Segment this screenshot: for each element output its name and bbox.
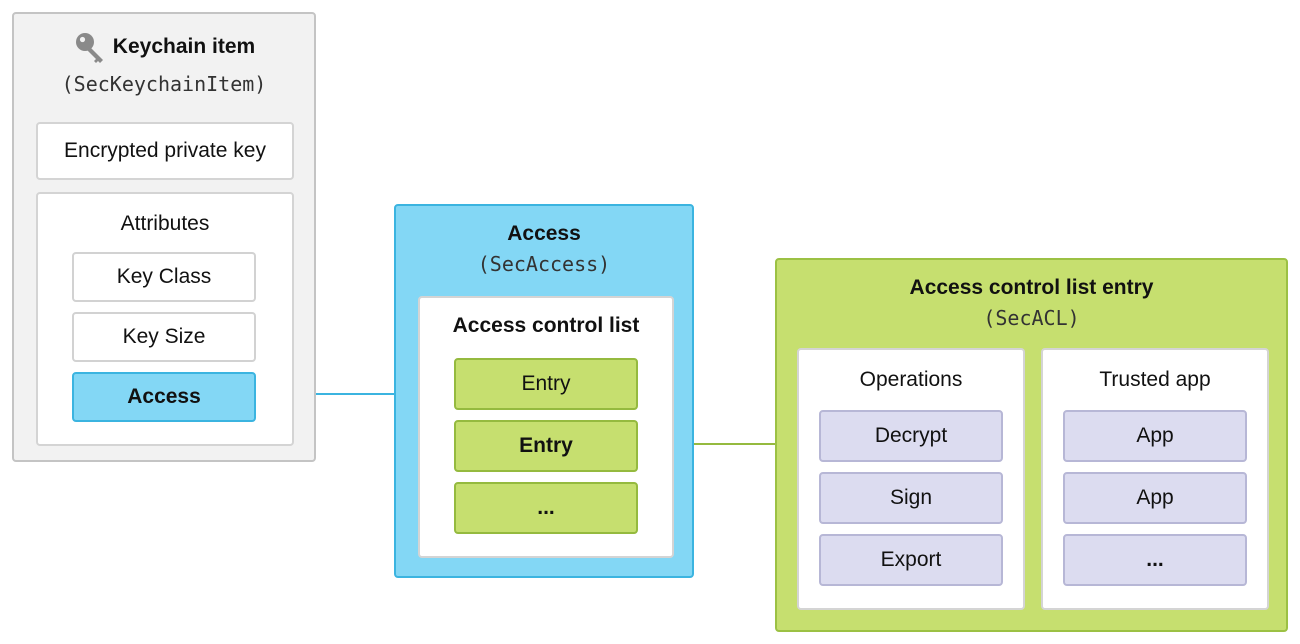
- attribute-access: Access: [72, 372, 256, 422]
- encrypted-private-key-label: Encrypted private key: [64, 139, 266, 162]
- operation-decrypt: Decrypt: [819, 410, 1003, 462]
- key-icon: [73, 30, 107, 64]
- attributes-heading: Attributes: [120, 212, 210, 235]
- encrypted-private-key-box: Encrypted private key: [36, 122, 294, 180]
- keychain-item-type: (SecKeychainItem): [61, 72, 267, 96]
- acl-entry-label: Entry: [521, 372, 571, 395]
- attribute-label: Key Size: [122, 325, 206, 348]
- trusted-app-heading: Trusted app: [1099, 368, 1211, 391]
- trusted-app-1: App: [1063, 410, 1247, 462]
- access-type: (SecAccess): [477, 252, 611, 276]
- keychain-item-title: Keychain item: [112, 35, 256, 58]
- access-title: Access: [507, 222, 581, 245]
- trusted-app-label: ...: [1146, 548, 1164, 571]
- operation-export: Export: [819, 534, 1003, 586]
- operations-box: Operations Decrypt Sign Export: [797, 348, 1025, 610]
- access-panel: Access (SecAccess) Access control list E…: [394, 204, 694, 578]
- keychain-item-panel: Keychain item (SecKeychainItem) Encrypte…: [12, 12, 316, 462]
- access-control-list-heading: Access control list: [452, 314, 640, 337]
- operations-heading: Operations: [859, 368, 963, 391]
- operation-label: Decrypt: [874, 424, 948, 447]
- acl-entry-more: ...: [454, 482, 638, 534]
- attribute-key-size: Key Size: [72, 312, 256, 362]
- acl-entry-panel: Access control list entry (SecACL) Opera…: [775, 258, 1288, 632]
- attribute-label: Access: [127, 385, 201, 408]
- operation-label: Export: [880, 548, 942, 571]
- acl-entry-label: Entry: [519, 434, 573, 457]
- connector-entry-to-secacl: [635, 443, 777, 445]
- trusted-app-more: ...: [1063, 534, 1247, 586]
- trusted-app-2: App: [1063, 472, 1247, 524]
- trusted-app-box: Trusted app App App ...: [1041, 348, 1269, 610]
- acl-entry-label: ...: [537, 496, 555, 519]
- access-control-list-box: Access control list Entry Entry ...: [418, 296, 674, 558]
- trusted-app-label: App: [1136, 424, 1174, 447]
- attribute-key-class: Key Class: [72, 252, 256, 302]
- keychain-item-header: Keychain item: [14, 30, 314, 64]
- operation-label: Sign: [889, 486, 933, 509]
- acl-entry-title: Access control list entry: [909, 276, 1154, 299]
- acl-entry-type: (SecACL): [983, 306, 1080, 330]
- acl-entry-1: Entry: [454, 358, 638, 410]
- acl-entry-2: Entry: [454, 420, 638, 472]
- operation-sign: Sign: [819, 472, 1003, 524]
- attributes-box: Attributes Key Class Key Size Access: [36, 192, 294, 446]
- connector-access-to-secaccess: [256, 393, 396, 395]
- trusted-app-label: App: [1136, 486, 1174, 509]
- attribute-label: Key Class: [116, 265, 212, 288]
